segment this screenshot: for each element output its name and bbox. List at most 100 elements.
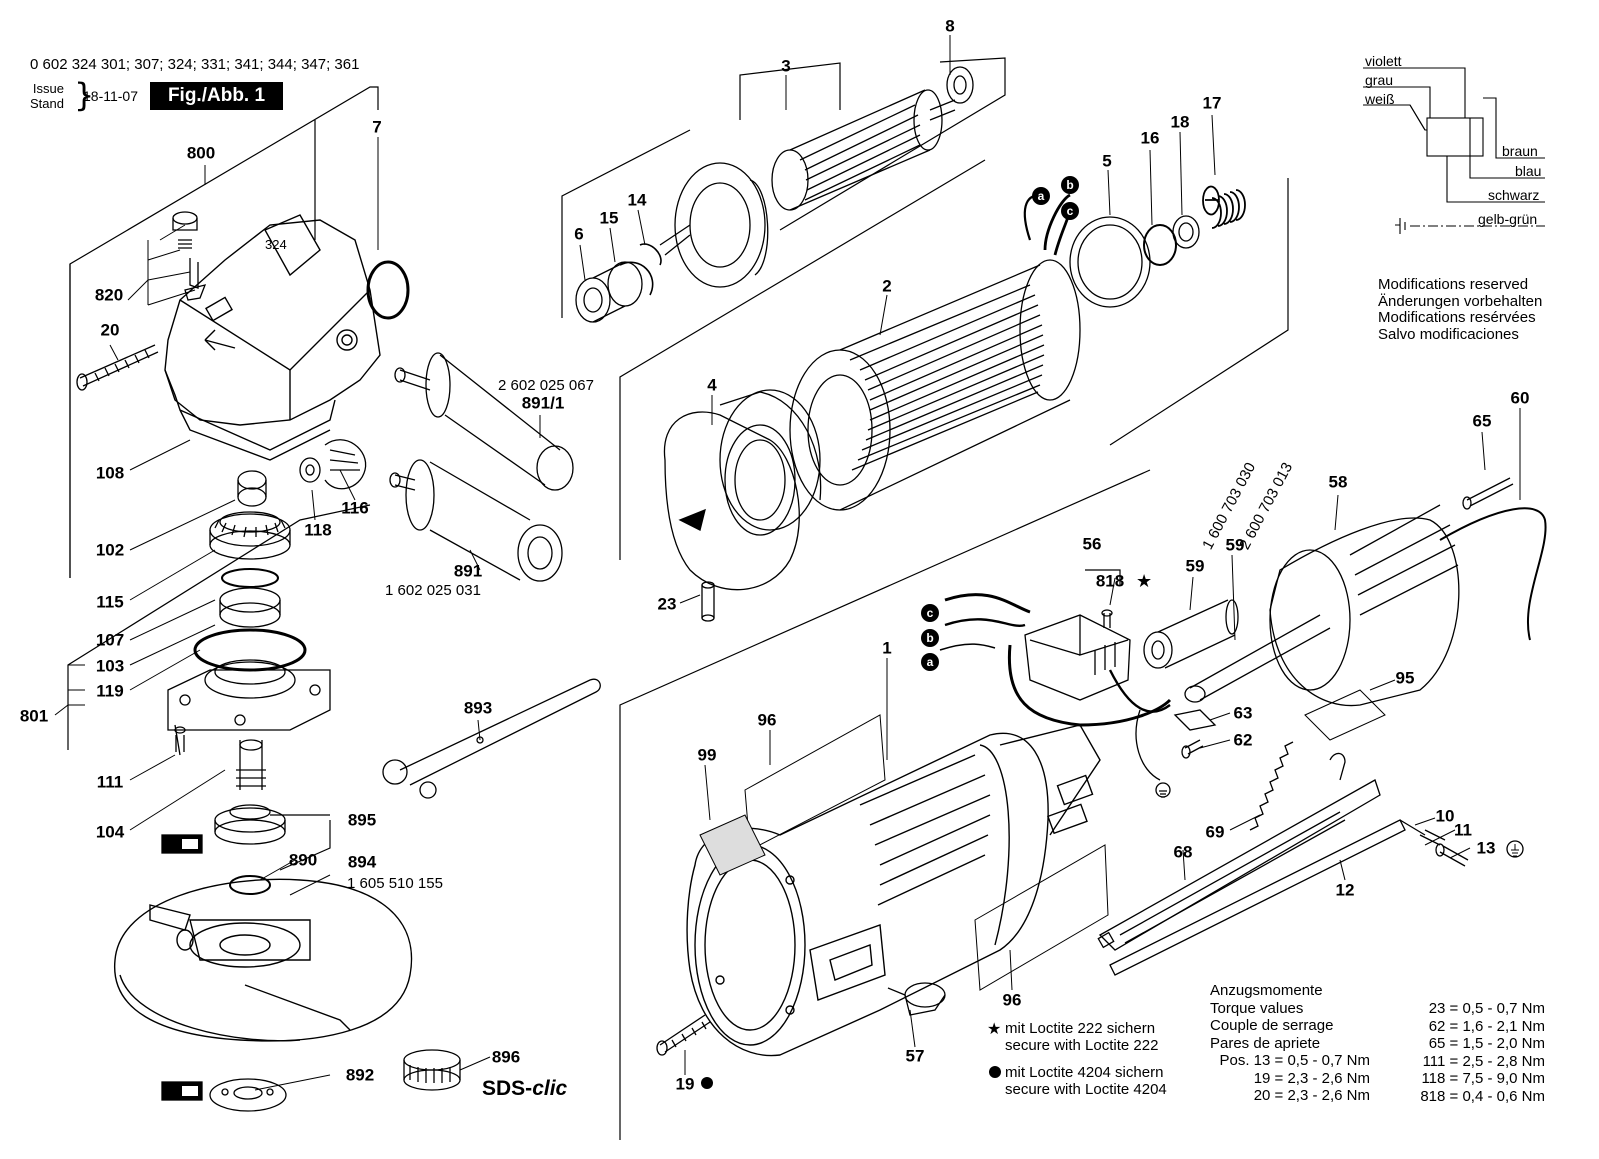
torque-118: 118 = 7,5 - 9,0 Nm — [1421, 1070, 1545, 1087]
part-label-800: 800 — [186, 143, 216, 163]
part-label-12: 12 — [1335, 880, 1355, 900]
part-label-107: 107 — [95, 630, 125, 650]
o-ring-7 — [366, 260, 410, 320]
sds-prefix: SDS- — [482, 1077, 533, 1100]
loctite-4204-de: mit Loctite 4204 sichern — [1005, 1064, 1164, 1081]
cable-parts — [1143, 477, 1547, 707]
wire-tag-a-top: a — [1032, 187, 1050, 205]
part-label-13: 13 — [1476, 838, 1496, 858]
spindle-parts — [161, 470, 331, 895]
part-label-10: 10 — [1435, 806, 1455, 826]
loctite-222-en: secure with Loctite 222 — [1005, 1037, 1159, 1054]
motor-housing-1 — [686, 724, 1101, 1057]
torque-title-en: Torque values — [1210, 999, 1304, 1017]
torque-818: 818 = 0,4 - 0,6 Nm — [1420, 1087, 1545, 1105]
wire-tag-a-switch: a — [921, 653, 939, 671]
part-label-59-right: 59 — [1225, 535, 1245, 555]
part-label-95: 95 — [1395, 668, 1415, 688]
bearing-6 — [575, 243, 662, 323]
issue-date: 18-11-07 — [83, 88, 139, 104]
torque-pos-20: 20 = 2,3 - 2,6 Nm — [1253, 1087, 1370, 1104]
screw-23 — [701, 581, 715, 622]
torque-65: 65 = 1,5 - 2,0 Nm — [1428, 1035, 1545, 1052]
part-label-58: 58 — [1328, 472, 1348, 492]
stator-2 — [789, 193, 1081, 511]
rails-68-12 — [1097, 741, 1469, 976]
torque-title-de: Anzugsmomente — [1210, 982, 1323, 999]
wire-schwarz: schwarz — [1488, 187, 1540, 203]
part-label-20: 20 — [100, 320, 120, 340]
part-label-19: 19 — [675, 1074, 695, 1094]
flange-892 — [161, 1078, 287, 1112]
clic-nut-896 — [403, 1049, 461, 1091]
part-label-5: 5 — [1102, 151, 1112, 171]
armature-3 — [659, 66, 974, 288]
issue-label: Issue — [32, 81, 64, 96]
part-label-890: 890 — [288, 850, 318, 870]
part-label-891: 891 — [453, 561, 483, 581]
part-label-96-top: 96 — [757, 710, 777, 730]
wire-tag-b-top: b — [1061, 176, 1079, 194]
wire-tag-c-switch: c — [921, 604, 939, 622]
end-shield-4 — [663, 389, 822, 591]
torque-23: 23 = 0,5 - 0,7 Nm — [1428, 1000, 1545, 1017]
part-label-23: 23 — [657, 594, 677, 614]
torque-titles: Anzugsmomente Torque values Couple de se… — [1210, 982, 1333, 1052]
loctite-222-note: mit Loctite 222 sichern secure with Loct… — [1005, 1020, 1158, 1054]
stand-label: Stand — [30, 96, 64, 111]
brace-glyph: } — [74, 76, 95, 114]
gear-housing — [164, 214, 381, 461]
wire-weiss: weiß — [1365, 91, 1395, 107]
part-label-7: 7 — [372, 117, 382, 137]
part-label-894: 894 — [347, 852, 377, 872]
part-label-14: 14 — [627, 190, 647, 210]
part-label-116: 116 — [341, 498, 369, 518]
wheel-guard — [114, 878, 413, 1042]
part-label-115: 115 — [96, 592, 124, 612]
part-label-56: 56 — [1082, 534, 1102, 554]
part-label-108: 108 — [95, 463, 125, 483]
part-number-header: 0 602 324 301; 307; 324; 331; 341; 344; … — [30, 56, 360, 73]
part-label-103: 103 — [95, 656, 125, 676]
part-label-820: 820 — [94, 285, 124, 305]
cap-parts — [172, 211, 207, 301]
part-label-119: 119 — [96, 681, 124, 701]
mod-line-de: Änderungen vorbehalten — [1378, 292, 1543, 310]
loctite-4204-en: secure with Loctite 4204 — [1005, 1081, 1167, 1098]
part-label-2: 2 — [882, 276, 892, 296]
part-label-6: 6 — [574, 224, 584, 244]
part-label-59-left: 59 — [1185, 556, 1205, 576]
torque-title-es: Pares de apriete — [1210, 1034, 1321, 1052]
part-label-68: 68 — [1173, 842, 1193, 862]
part-label-892: 892 — [345, 1065, 375, 1085]
part-label-111: 111 — [96, 772, 124, 792]
part-label-60: 60 — [1510, 388, 1530, 408]
part-label-8: 8 — [945, 16, 955, 36]
part-label-818: 818 — [1095, 571, 1125, 591]
torque-pos-19: 19 = 2,3 - 2,6 Nm — [1253, 1069, 1370, 1087]
star-legend-marker: ★ — [987, 1019, 1001, 1038]
sds-clic-logo: SDS-clic — [482, 1077, 567, 1101]
switch-56 — [939, 593, 1172, 798]
aux-handles — [299, 352, 574, 582]
figure-title: Fig./Abb. 1 — [150, 82, 283, 110]
wire-blau: blau — [1515, 163, 1542, 179]
part-label-104: 104 — [95, 822, 125, 842]
part-label-62: 62 — [1233, 730, 1253, 750]
wire-gelb-gruen: gelb-grün — [1478, 211, 1538, 227]
wire-tag-b-switch: b — [921, 629, 939, 647]
mod-line-fr: Modifications resérvées — [1378, 309, 1536, 326]
handle-part-number-b: 1 602 025 031 — [385, 582, 481, 599]
part-label-895: 895 — [347, 810, 377, 830]
part-label-11: 11 — [1454, 820, 1472, 840]
part-label-57: 57 — [905, 1046, 925, 1066]
rings-5-16-18-17 — [1069, 185, 1246, 308]
part-label-102: 102 — [95, 540, 125, 560]
loctite-4204-note: mit Loctite 4204 sichern secure with Loc… — [1005, 1064, 1167, 1098]
screw-20 — [76, 344, 159, 391]
wire-violett: violett — [1365, 53, 1402, 69]
loctite-222-de: mit Loctite 222 sichern — [1005, 1020, 1156, 1037]
dot-legend-marker — [989, 1066, 1001, 1078]
